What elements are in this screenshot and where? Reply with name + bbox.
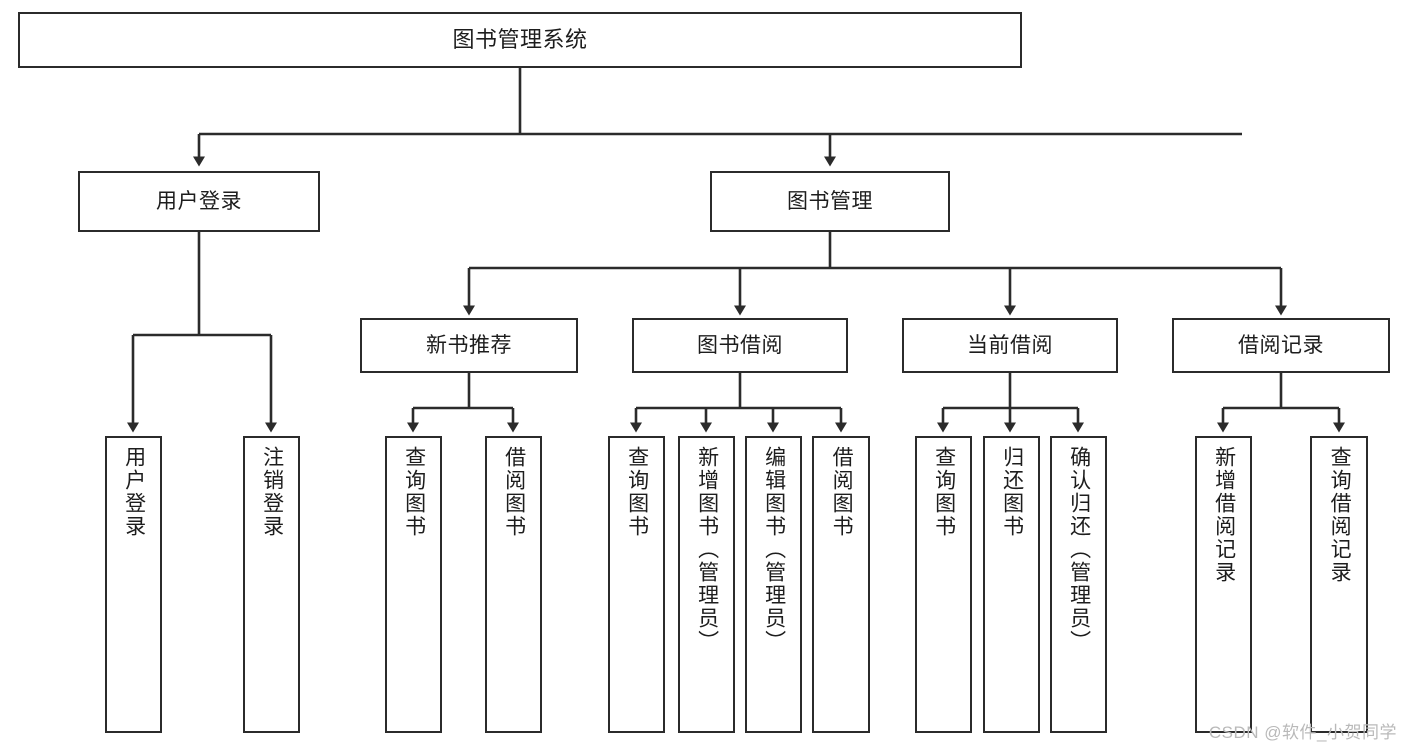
node-label: 新书推荐 (426, 333, 512, 357)
node-leaf-query-record[interactable]: 查询借阅记录 (1310, 436, 1368, 733)
csdn-watermark: CSDN @软件_小贺同学 (1208, 723, 1397, 742)
node-label: 归还图书 (1000, 446, 1024, 538)
node-label: 查询图书 (402, 446, 426, 538)
node-book-manage[interactable]: 图书管理 (710, 171, 950, 232)
node-label: 新增借阅记录 (1212, 446, 1236, 584)
node-label: 查询借阅记录 (1328, 446, 1352, 584)
node-leaf-return-book[interactable]: 归还图书 (983, 436, 1040, 733)
node-leaf-user-login[interactable]: 用户登录 (105, 436, 162, 733)
node-label: 编辑图书（管理员） (762, 446, 786, 653)
node-new-book-recommend[interactable]: 新书推荐 (360, 318, 578, 373)
node-book-borrow[interactable]: 图书借阅 (632, 318, 848, 373)
node-label: 查询图书 (625, 446, 649, 538)
node-leaf-logout[interactable]: 注销登录 (243, 436, 300, 733)
node-label: 确认归还（管理员） (1067, 446, 1091, 653)
node-user-login[interactable]: 用户登录 (78, 171, 320, 232)
node-root-system[interactable]: 图书管理系统 (18, 12, 1022, 68)
node-label: 图书管理系统 (452, 26, 588, 52)
node-label: 借阅图书 (502, 446, 526, 538)
node-label: 用户登录 (122, 446, 146, 538)
node-current-borrow[interactable]: 当前借阅 (902, 318, 1118, 373)
node-leaf-query-book-3[interactable]: 查询图书 (915, 436, 972, 733)
node-label: 图书管理 (787, 189, 873, 213)
node-leaf-edit-book[interactable]: 编辑图书（管理员） (745, 436, 802, 733)
node-leaf-add-book[interactable]: 新增图书（管理员） (678, 436, 735, 733)
node-leaf-borrow-book-2[interactable]: 借阅图书 (812, 436, 870, 733)
node-leaf-confirm-return[interactable]: 确认归还（管理员） (1050, 436, 1107, 733)
node-label: 注销登录 (260, 446, 284, 538)
node-leaf-borrow-book-1[interactable]: 借阅图书 (485, 436, 542, 733)
node-label: 新增图书（管理员） (695, 446, 719, 653)
node-leaf-query-book-2[interactable]: 查询图书 (608, 436, 665, 733)
node-borrow-record[interactable]: 借阅记录 (1172, 318, 1390, 373)
node-label: 当前借阅 (967, 333, 1053, 357)
node-label: 借阅图书 (830, 446, 854, 538)
node-label: 借阅记录 (1238, 333, 1324, 357)
node-label: 查询图书 (932, 446, 956, 538)
node-label: 用户登录 (156, 189, 242, 213)
node-leaf-query-book-1[interactable]: 查询图书 (385, 436, 442, 733)
node-leaf-add-record[interactable]: 新增借阅记录 (1195, 436, 1252, 733)
node-label: 图书借阅 (697, 333, 783, 357)
